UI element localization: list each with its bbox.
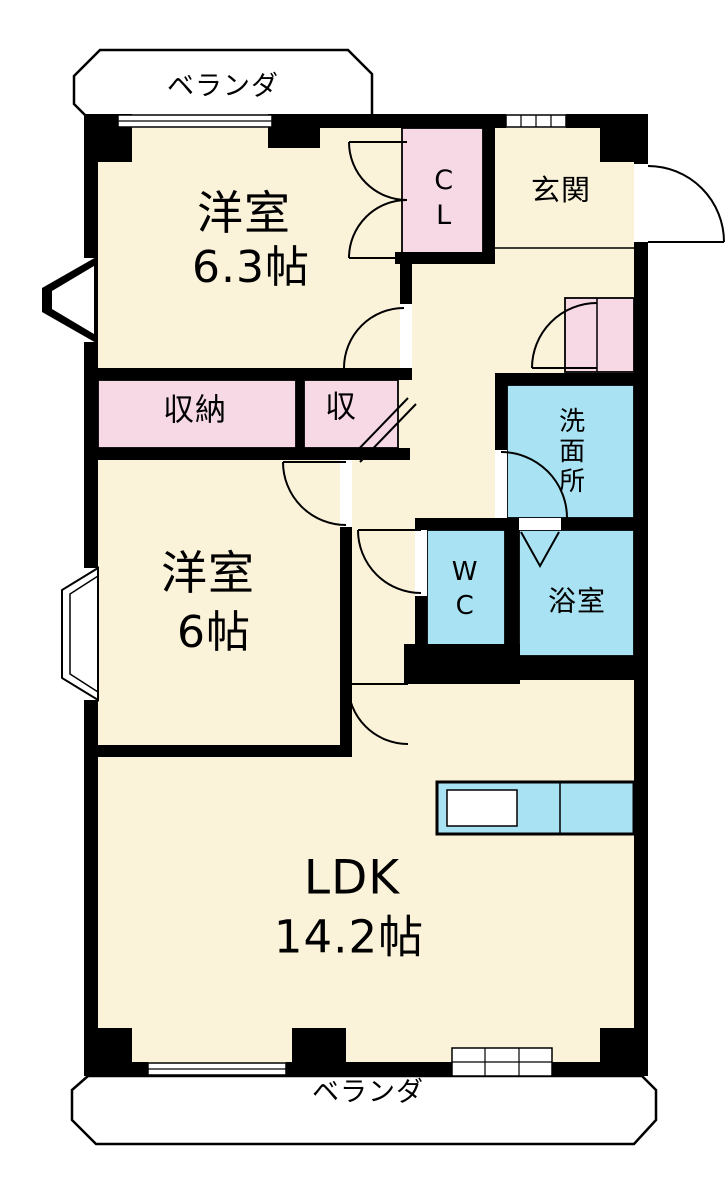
wall-under-bedroom1 <box>84 368 412 380</box>
wall-wc-left <box>415 596 427 648</box>
toilet-label: WC <box>449 557 480 625</box>
bedroom1-door-gap <box>400 304 412 368</box>
wall-bedroom1-right <box>400 252 412 304</box>
kitchen-sink <box>446 789 518 827</box>
veranda-top-label: ベランダ <box>167 70 279 102</box>
doors <box>282 141 725 745</box>
wall-cl-right <box>483 114 495 264</box>
ldk-door-arc <box>347 683 409 745</box>
cl-door-bottom-arc <box>348 199 408 259</box>
storage-small-label: 収 <box>325 389 357 426</box>
ldk-name: LDK <box>303 850 401 906</box>
wall-left-3 <box>84 700 98 1076</box>
bedroom2-size: 6帖 <box>177 606 251 658</box>
wall-under-storage <box>84 448 410 460</box>
wall-storage-divider <box>296 380 304 448</box>
wall-washroom-top <box>495 373 634 385</box>
entrance-label: 玄関 <box>530 172 592 207</box>
storage-small-door <box>351 397 417 463</box>
ldk-size: 14.2帖 <box>273 910 425 964</box>
bath-door-gap <box>519 518 561 530</box>
washroom-label: 洗面所 <box>554 407 585 497</box>
veranda-bottom-label: ベランダ <box>312 1076 424 1108</box>
pillar-top-right <box>600 114 648 162</box>
wall-block-wc-bottom <box>404 644 520 684</box>
wc-door-gap <box>415 530 427 596</box>
wall-wc-bath <box>505 530 519 656</box>
hall-closet-area <box>564 297 635 373</box>
bay1-glass <box>52 266 94 334</box>
washroom-door-gap <box>495 450 507 518</box>
bedroom2-name: 洋室 <box>161 545 255 600</box>
hall-closet-door-arc <box>531 302 598 369</box>
pillar-bottom-mid <box>292 1028 346 1076</box>
window-lines <box>118 115 552 1076</box>
cl-door-top-arc <box>348 141 408 201</box>
pillar-bottom-left <box>84 1028 132 1076</box>
bay2-frame <box>61 566 99 702</box>
wall-top-2 <box>272 114 506 128</box>
wall-cl-bottom <box>395 252 495 264</box>
veranda-bottom-outline <box>70 1074 658 1146</box>
pillar-top-mid <box>268 114 320 148</box>
bay2-glass-line <box>69 575 99 693</box>
bay-window-bedroom2 <box>61 566 99 702</box>
bedroom1-door-arc <box>343 307 405 369</box>
wall-wc-top-2 <box>561 518 634 530</box>
storage-large-label: 収納 <box>163 392 227 429</box>
entrance-door-gap <box>634 164 648 242</box>
washroom-louver <box>496 391 506 443</box>
bedroom1-name: 洋室 <box>197 185 291 240</box>
bedroom1-size: 6.3帖 <box>192 241 310 293</box>
bay-window-bedroom1 <box>42 256 98 344</box>
entrance-door-arc <box>647 165 725 243</box>
washroom-door-arc <box>500 451 568 519</box>
wc-door-arc <box>357 529 422 594</box>
bedroom2-door-arc <box>282 461 347 526</box>
bath-folding-door <box>520 531 560 569</box>
wall-wc-top-1 <box>415 518 519 530</box>
wall-bedroom2-bottom <box>84 745 352 757</box>
bedroom2-door-gap <box>340 460 352 527</box>
closet-cl-label: CL <box>428 165 460 235</box>
wall-bedroom2-right-2 <box>340 527 352 757</box>
wall-bath-bottom <box>505 656 648 680</box>
kitchen-counter <box>435 780 636 836</box>
bathroom-label: 浴室 <box>547 584 607 618</box>
pillar-bottom-right <box>600 1028 648 1076</box>
wall-bedroom2-right-1 <box>340 448 352 460</box>
veranda-top-outline <box>72 48 374 120</box>
toilet-area <box>426 529 506 649</box>
louver-lines <box>496 391 506 443</box>
